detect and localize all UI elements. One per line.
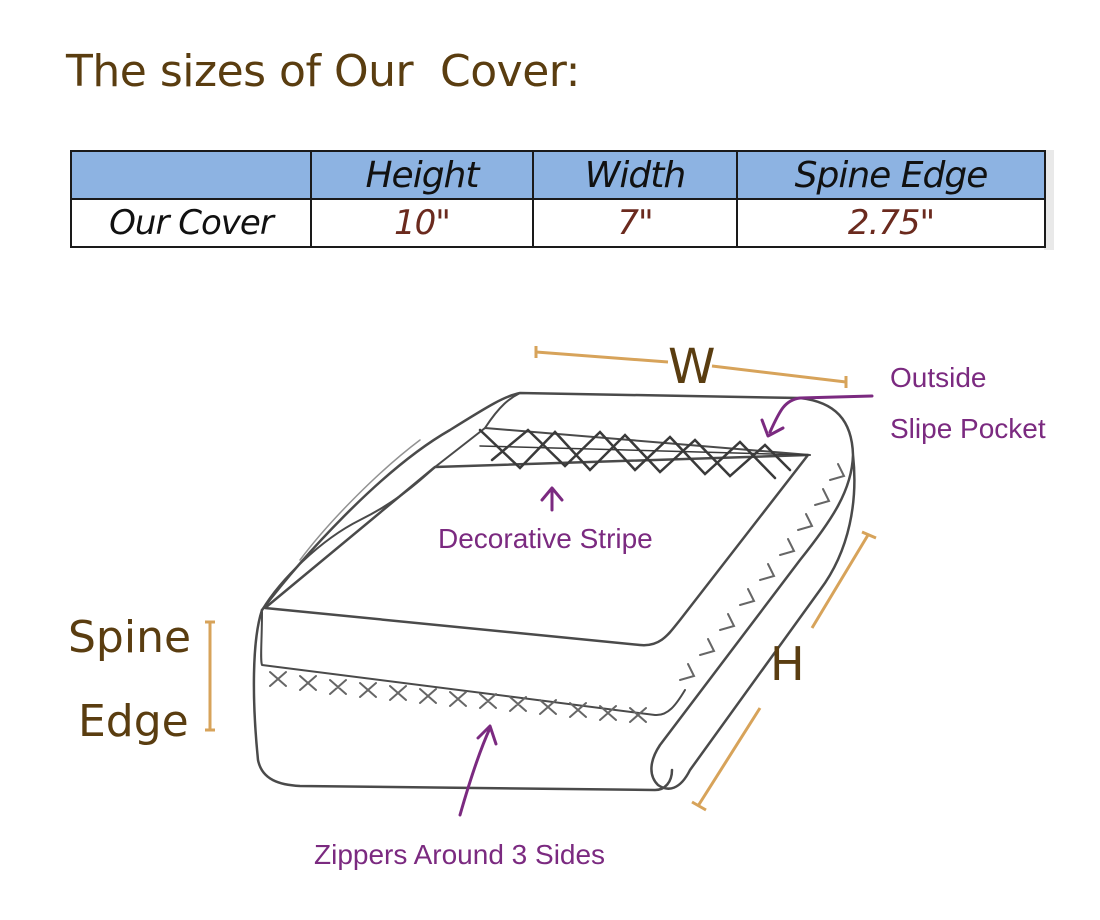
table-header-empty [70, 150, 312, 200]
size-table: Height Width Spine Edge Our Cover 10" 7"… [70, 150, 1046, 248]
height-dimension [691, 530, 877, 812]
cell-spine-edge: 2.75" [736, 198, 1046, 248]
decorative-stripe [478, 428, 809, 480]
cell-width: 7" [532, 198, 738, 248]
table-header-height: Height [310, 150, 534, 200]
table-header-width: Width [532, 150, 738, 200]
table-header-row: Height Width Spine Edge [70, 150, 1046, 200]
page-title: The sizes of Our Cover: [66, 46, 580, 97]
annotation-arrows [458, 394, 874, 817]
zipper-front [269, 671, 647, 723]
pocket-label-line1: Outside [890, 362, 987, 393]
stripe-arrow [540, 486, 564, 512]
width-dimension [534, 346, 848, 388]
table-shadow [1044, 150, 1054, 250]
spine-label-line1: Spine [68, 612, 191, 663]
height-label: H [770, 637, 805, 691]
table-header-spine-edge: Spine Edge [736, 150, 1046, 200]
table-row: Our Cover 10" 7" 2.75" [70, 198, 1046, 248]
spine-front-face [252, 608, 674, 792]
pocket-arrow [760, 394, 874, 438]
row-label: Our Cover [70, 198, 312, 248]
width-label: W [668, 339, 715, 395]
stripe-label: Decorative Stripe [438, 523, 653, 554]
cover-top-panel [263, 453, 810, 647]
pocket-label-line2: Slipe Pocket [890, 413, 1046, 444]
zipper-arrow [458, 724, 498, 817]
spine-dimension [205, 620, 215, 732]
zipper-side [679, 463, 846, 681]
zipper-label: Zippers Around 3 Sides [314, 839, 605, 870]
spine-label-line2: Edge [78, 696, 189, 747]
cover-outline [260, 391, 856, 790]
cell-height: 10" [310, 198, 534, 248]
